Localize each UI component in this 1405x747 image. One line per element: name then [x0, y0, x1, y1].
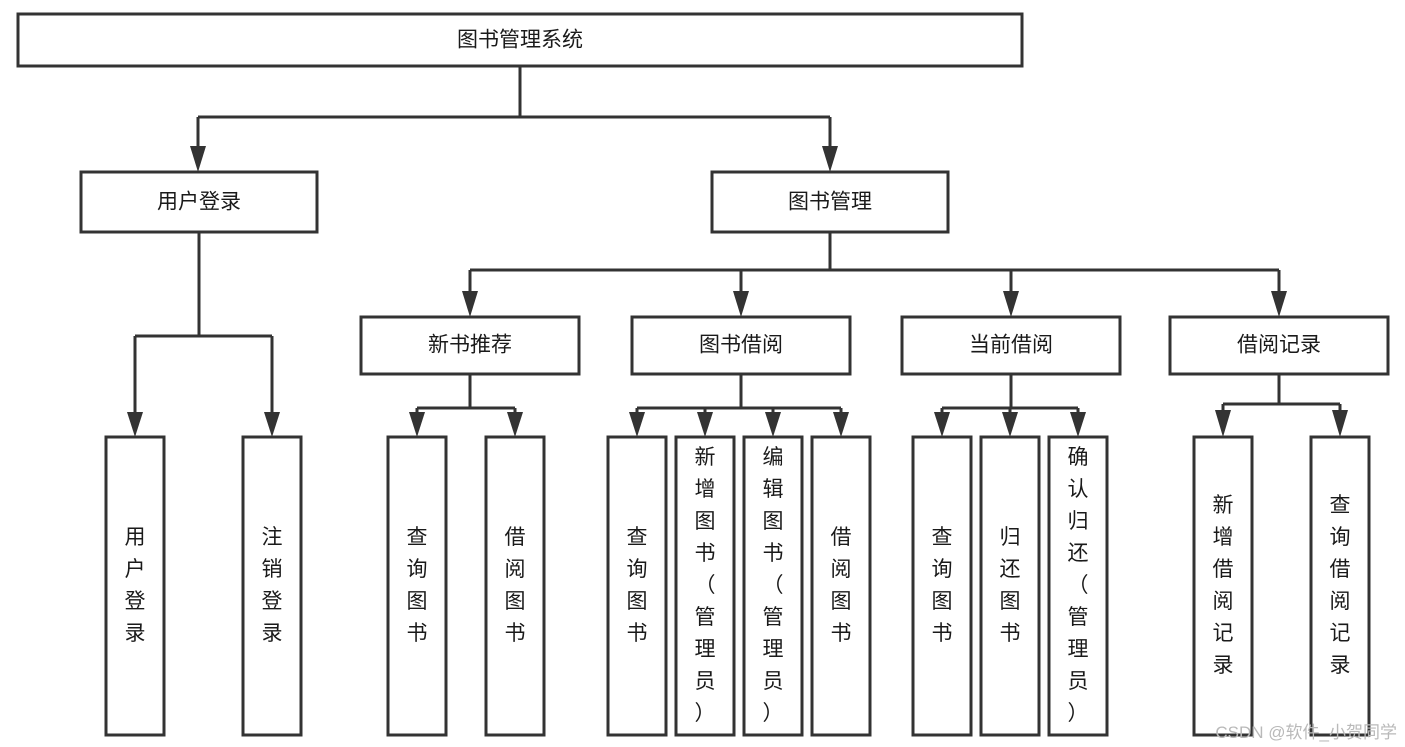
arrow-head-leaf-query-book-2 [629, 412, 645, 437]
node-user-login-box[interactable] [79, 170, 319, 234]
node-leaf-borrow-book-2-label: 借阅图书 [831, 526, 852, 645]
node-leaf-user-logout-box[interactable] [241, 435, 303, 737]
node-leaf-user-login-label: 用户登录 [125, 526, 146, 645]
node-current-borrow-label: 当前借阅 [969, 334, 1053, 357]
node-leaf-confirm-return[interactable]: 确认归还（管理员） [1047, 435, 1109, 737]
node-user-login[interactable]: 用户登录 [79, 170, 319, 234]
node-leaf-confirm-return-box[interactable] [1047, 435, 1109, 737]
node-book-borrow[interactable]: 图书借阅 [630, 315, 852, 376]
node-leaf-query-book-3[interactable]: 查询图书 [911, 435, 973, 737]
node-borrow-record-box[interactable] [1168, 315, 1390, 376]
node-leaf-query-book-1[interactable]: 查询图书 [386, 435, 448, 737]
arrow-head-leaf-confirm-return [1070, 412, 1086, 437]
node-user-login-label: 用户登录 [157, 191, 241, 214]
connector-layer [127, 66, 1348, 437]
node-leaf-user-login[interactable]: 用户登录 [104, 435, 166, 737]
node-leaf-borrow-book-2[interactable]: 借阅图书 [810, 435, 872, 737]
node-new-book-recommend[interactable]: 新书推荐 [359, 315, 581, 376]
node-current-borrow-box[interactable] [900, 315, 1122, 376]
leaf-nodes-layer: 用户登录 注销登录 查询图书 借阅图书 查询图书 新增图书（管理员） [104, 435, 1371, 737]
node-leaf-query-book-1-label: 查询图书 [407, 526, 428, 645]
node-leaf-query-book-3-label: 查询图书 [932, 526, 953, 645]
node-leaf-add-record-label: 新增借阅记录 [1213, 494, 1234, 677]
node-leaf-user-logout[interactable]: 注销登录 [241, 435, 303, 737]
node-leaf-add-record[interactable]: 新增借阅记录 [1192, 435, 1254, 737]
arrow-head-current-borrow [1003, 291, 1019, 317]
arrow-head-leaf-user-login [127, 412, 143, 437]
node-root[interactable]: 图书管理系统 [16, 12, 1024, 68]
node-leaf-edit-book-label: 编辑图书（管理员） [763, 446, 784, 725]
arrow-head-user-login [190, 146, 206, 172]
node-leaf-add-book-box[interactable] [674, 435, 736, 737]
node-leaf-borrow-book-1[interactable]: 借阅图书 [484, 435, 546, 737]
arrow-head-leaf-query-record [1332, 410, 1348, 437]
node-leaf-query-book-2-box[interactable] [606, 435, 668, 737]
arrow-head-leaf-query-book-3 [934, 412, 950, 437]
arrow-head-leaf-edit-book [765, 412, 781, 437]
node-borrow-record[interactable]: 借阅记录 [1168, 315, 1390, 376]
node-current-borrow[interactable]: 当前借阅 [900, 315, 1122, 376]
node-leaf-return-book[interactable]: 归还图书 [979, 435, 1041, 737]
node-leaf-confirm-return-label: 确认归还（管理员） [1068, 446, 1089, 725]
node-new-book-recommend-box[interactable] [359, 315, 581, 376]
node-leaf-edit-book-box[interactable] [742, 435, 804, 737]
node-leaf-query-book-3-box[interactable] [911, 435, 973, 737]
node-book-manage[interactable]: 图书管理 [710, 170, 950, 234]
arrow-head-leaf-return-book [1002, 412, 1018, 437]
node-book-borrow-box[interactable] [630, 315, 852, 376]
node-leaf-add-book[interactable]: 新增图书（管理员） [674, 435, 736, 737]
node-leaf-add-record-box[interactable] [1192, 435, 1254, 737]
node-leaf-add-book-label: 新增图书（管理员） [695, 446, 716, 725]
arrow-head-leaf-borrow-book-1 [507, 412, 523, 437]
node-leaf-user-logout-label: 注销登录 [262, 526, 283, 645]
arrow-head-book-borrow [733, 291, 749, 317]
arrow-head-leaf-query-book-1 [409, 412, 425, 437]
node-leaf-query-record-box[interactable] [1309, 435, 1371, 737]
node-leaf-return-book-label: 归还图书 [1000, 526, 1021, 645]
node-leaf-borrow-book-1-label: 借阅图书 [505, 526, 526, 645]
node-leaf-query-book-1-box[interactable] [386, 435, 448, 737]
arrow-head-leaf-borrow-book-2 [833, 412, 849, 437]
arrow-head-leaf-user-logout [264, 412, 280, 437]
node-root-label: 图书管理系统 [457, 29, 583, 52]
node-book-borrow-label: 图书借阅 [699, 334, 783, 357]
arrow-head-leaf-add-book [697, 412, 713, 437]
node-leaf-query-record[interactable]: 查询借阅记录 [1309, 435, 1371, 737]
node-book-manage-label: 图书管理 [788, 191, 872, 214]
node-leaf-query-record-label: 查询借阅记录 [1330, 494, 1351, 677]
node-borrow-record-label: 借阅记录 [1237, 334, 1321, 357]
node-new-book-recommend-label: 新书推荐 [428, 334, 512, 357]
node-book-manage-box[interactable] [710, 170, 950, 234]
node-leaf-borrow-book-1-box[interactable] [484, 435, 546, 737]
node-leaf-user-login-box[interactable] [104, 435, 166, 737]
node-root-box[interactable] [16, 12, 1024, 68]
arrow-head-book-manage [822, 146, 838, 172]
node-leaf-query-book-2[interactable]: 查询图书 [606, 435, 668, 737]
node-leaf-borrow-book-2-box[interactable] [810, 435, 872, 737]
node-leaf-return-book-box[interactable] [979, 435, 1041, 737]
node-leaf-edit-book[interactable]: 编辑图书（管理员） [742, 435, 804, 737]
node-leaf-query-book-2-label: 查询图书 [627, 526, 648, 645]
arrow-head-borrow-record [1271, 291, 1287, 317]
arrow-head-new-book-recommend [462, 291, 478, 317]
arrow-head-leaf-add-record [1215, 410, 1231, 437]
